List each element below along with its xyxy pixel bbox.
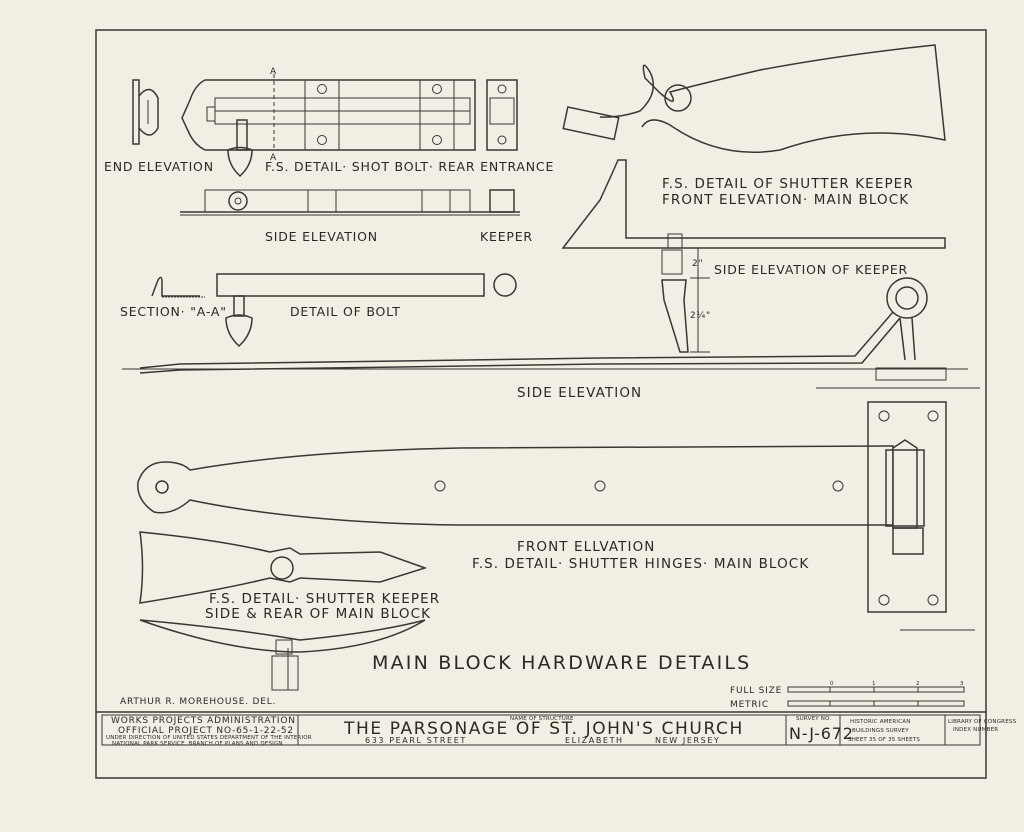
sheet-number: SHEET 35 OF 35 SHEETS (848, 737, 920, 743)
bolt-detail-drawing (216, 273, 517, 348)
sheet-border (95, 29, 987, 779)
keeper-front-label-2: FRONT ELEVATION· MAIN BLOCK (662, 192, 909, 208)
hinge-side-elevation-label: SIDE ELEVATION (517, 385, 642, 401)
shot-bolt-side-drawing (180, 189, 520, 216)
section-aa-drawing (151, 276, 205, 298)
bolt-detail-label: DETAIL OF BOLT (290, 304, 401, 319)
city: ELIZABETH (565, 736, 624, 745)
hinge-side-elevation-drawing (122, 277, 968, 381)
hinge-front-label-2: F.S. DETAIL· SHUTTER HINGES· MAIN BLOCK (472, 556, 809, 572)
dimension-2-inch: 2" (692, 259, 703, 269)
name-of-structure-caption: NAME OF STRUCTURE (510, 716, 574, 722)
habs-line-1: HISTORIC AMERICAN (850, 719, 911, 725)
scale-metric-label: METRIC (730, 700, 769, 710)
hinge-front-elevation-drawing (137, 387, 980, 631)
survey-number: N-J-672 (789, 724, 854, 743)
end-elevation-label: END ELEVATION (104, 159, 214, 174)
section-aa-label: SECTION· "A-A" (120, 304, 227, 319)
scale-tick-0: 0 (830, 681, 834, 687)
survey-number-caption: SURVEY NO. (796, 716, 831, 722)
shutter-keeper-front-drawing (562, 44, 946, 153)
keeper-front-label-1: F.S. DETAIL OF SHUTTER KEEPER (662, 176, 914, 192)
title-block-frame (101, 714, 981, 746)
keeper-side-elevation-drawing (561, 159, 946, 353)
state: NEW JERSEY (655, 736, 720, 745)
shot-bolt-label: F.S. DETAIL· SHOT BOLT· REAR ENTRANCE (265, 159, 554, 174)
shot-bolt-plate-drawing (181, 74, 476, 178)
scale-tick-3: 3 (960, 681, 964, 687)
scale-full-size-label: FULL SIZE (730, 686, 782, 696)
street-address: 633 PEARL STREET (365, 736, 467, 745)
agency-name: WORKS PROJECTS ADMINISTRATION (111, 716, 296, 726)
scale-tick-2: 2 (916, 681, 920, 687)
project-number: OFFICIAL PROJECT NO-65-1-22-52 (118, 726, 294, 736)
keeper-rear-label-2: SIDE & REAR OF MAIN BLOCK (205, 606, 431, 622)
graphic-scale (787, 686, 965, 707)
hinge-front-label-1: FRONT ELLVATION (517, 539, 656, 555)
library-line-2: INDEX NUMBER (953, 727, 998, 733)
direction-line-1: UNDER DIRECTION OF UNITED STATES DEPARTM… (106, 735, 312, 741)
keeper-rear-drawing (139, 531, 428, 691)
dimension-2-1-4-inch: 2¼" (690, 311, 711, 321)
keeper-label: KEEPER (480, 229, 533, 244)
drawing-title: MAIN BLOCK HARDWARE DETAILS (372, 652, 751, 674)
end-elevation-drawing (132, 79, 159, 145)
structure-name: THE PARSONAGE OF ST. JOHN'S CHURCH (343, 719, 744, 739)
delineator-credit: ARTHUR R. MOREHOUSE. DEL. (120, 697, 276, 707)
scale-tick-1: 1 (872, 681, 876, 687)
habs-line-2: BUILDINGS SURVEY (852, 728, 909, 734)
bolt-side-elevation-label: SIDE ELEVATION (265, 229, 378, 244)
section-mark-bottom: A (270, 153, 277, 163)
section-mark-top: A (270, 67, 277, 77)
keeper-rear-label-1: F.S. DETAIL· SHUTTER KEEPER (209, 591, 440, 607)
library-line-1: LIBRARY OF CONGRESS (948, 719, 1017, 725)
direction-line-2: NATIONAL PARK SERVICE, BRANCH OF PLANS A… (112, 741, 283, 747)
keeper-side-label: SIDE ELEVATION OF KEEPER (714, 262, 908, 277)
keeper-end-drawing (486, 79, 518, 151)
